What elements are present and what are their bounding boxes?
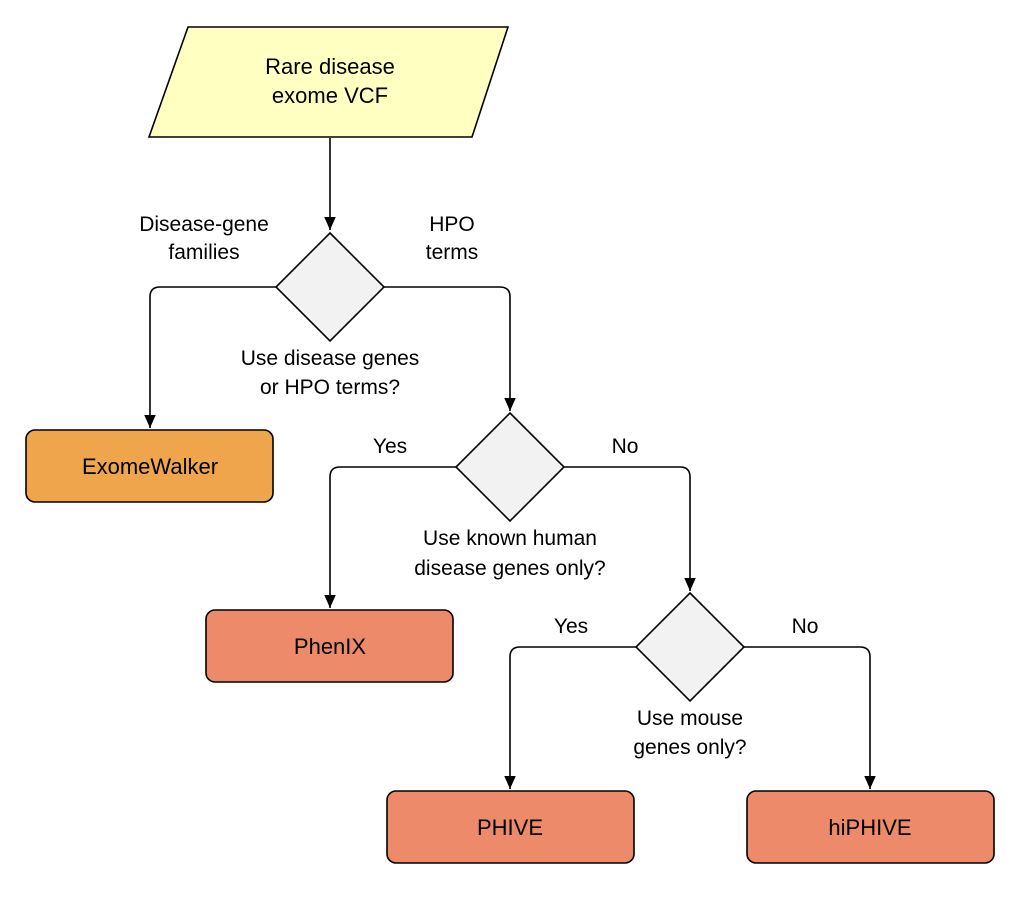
edge-decision1-to-exomewalker <box>144 286 276 428</box>
decision1-question-line2: or HPO terms? <box>260 376 400 399</box>
decision3-question-line1: Use mouse <box>637 707 743 730</box>
decision3-diamond <box>634 591 746 703</box>
start-parallelogram <box>147 26 510 138</box>
phenix-label: PhenIX <box>294 634 366 659</box>
decision2-yes-label: Yes <box>373 435 407 458</box>
decision3-question-line2: genes only? <box>633 736 746 759</box>
decision1-diamond <box>274 231 386 343</box>
edge-decision3-to-hiphive <box>744 646 876 789</box>
hiphive-node: hiPHIVE <box>746 790 995 864</box>
hiphive-label: hiPHIVE <box>828 815 911 840</box>
phive-label: PHIVE <box>477 815 543 840</box>
phenix-node: PhenIX <box>205 609 454 683</box>
decision2-question-line2: disease genes only? <box>414 557 605 580</box>
decision2-node: Yes No Use known human disease genes onl… <box>373 411 639 580</box>
edge-decision1-to-decision2 <box>384 286 516 411</box>
decision1-left-label-line2: families <box>168 241 239 264</box>
exomewalker-label: ExomeWalker <box>82 454 218 479</box>
decision1-left-label-line1: Disease-gene <box>139 213 269 236</box>
edge-decision2-to-decision3 <box>564 466 696 591</box>
decision2-no-label: No <box>612 435 639 458</box>
decision1-question-line1: Use disease genes <box>241 347 420 370</box>
start-line1: Rare disease <box>265 54 395 79</box>
phenix-box <box>205 609 454 683</box>
exomewalker-node: ExomeWalker <box>25 429 274 503</box>
decision3-no-label: No <box>792 615 819 638</box>
edges <box>144 138 876 789</box>
decision3-yes-label: Yes <box>554 615 588 638</box>
hiphive-box <box>746 790 995 864</box>
exomewalker-box <box>25 429 274 503</box>
decision1-right-label-line1: HPO <box>429 213 475 236</box>
phive-node: PHIVE <box>386 790 635 864</box>
phive-box <box>386 790 635 864</box>
decision1-right-label-line2: terms <box>426 241 479 264</box>
decision1-node: Disease-gene families HPO terms Use dise… <box>139 213 478 399</box>
edge-decision3-to-phive <box>504 646 636 789</box>
start-node: Rare disease exome VCF <box>147 26 510 138</box>
edge-decision2-to-phenix <box>324 466 456 608</box>
decision2-question-line1: Use known human <box>423 527 597 550</box>
decision3-node: Yes No Use mouse genes only? <box>554 591 819 759</box>
start-line2: exome VCF <box>272 83 388 108</box>
decision2-diamond <box>454 411 566 523</box>
